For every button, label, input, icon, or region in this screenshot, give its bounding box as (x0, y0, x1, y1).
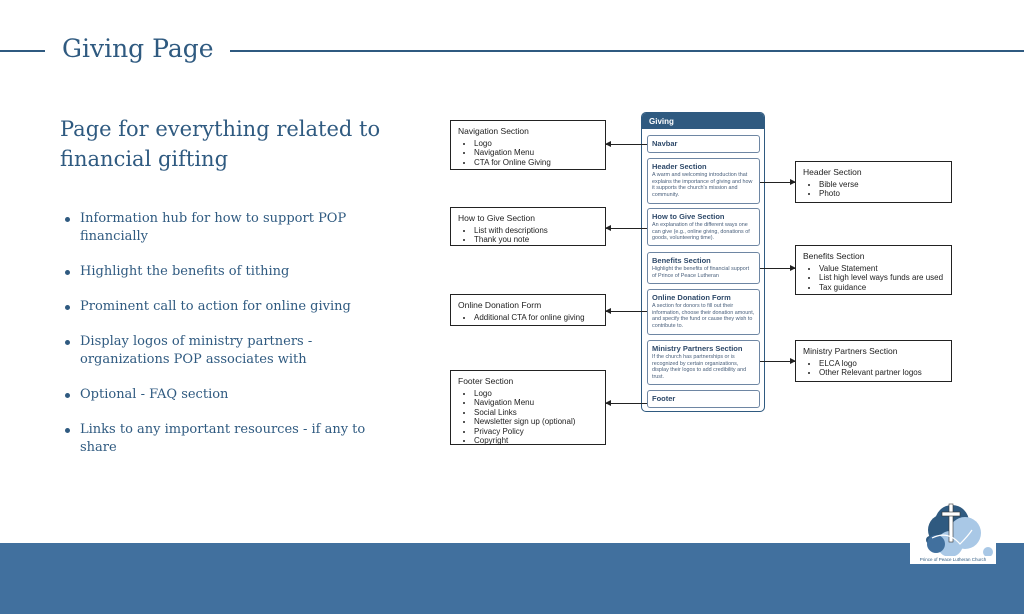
note-item: List with descriptions (474, 226, 598, 236)
logo-caption: Prince of Peace Lutheran Church (919, 557, 987, 562)
cross-dove-logo-icon (926, 503, 993, 557)
note-item: Value Statement (819, 264, 944, 274)
note-item: Copyright (474, 436, 598, 446)
note-item: Additional CTA for online giving (474, 313, 598, 323)
wf-title: Online Donation Form (652, 293, 731, 302)
note-title: How to Give Section (458, 213, 536, 223)
wf-footer: Footer (647, 390, 760, 408)
note-item: Navigation Menu (474, 398, 598, 408)
note-title: Ministry Partners Section (803, 346, 898, 356)
bullet-item: Display logos of ministry partners - org… (62, 333, 382, 369)
note-item: Thank you note (474, 235, 598, 245)
note-item: List high level ways funds are used (819, 273, 944, 283)
note-item: Tax guidance (819, 283, 944, 293)
bullet-item: Prominent call to action for online givi… (62, 298, 382, 316)
page-subtitle: Page for everything related to financial… (60, 117, 381, 171)
note-item: Logo (474, 139, 598, 149)
note-benefits: Benefits SectionValue StatementList high… (795, 245, 952, 295)
note-item: Privacy Policy (474, 427, 598, 437)
footer-band (0, 543, 1024, 614)
wf-title: How to Give Section (652, 212, 725, 221)
bullet-item: Optional - FAQ section (62, 386, 382, 404)
note-item: Other Relevant partner logos (819, 368, 944, 378)
title-rule-left (0, 50, 45, 52)
page-title: Giving Page (62, 34, 214, 63)
note-item: ELCA logo (819, 359, 944, 369)
arrow-navigation (605, 141, 647, 147)
note-header: Header SectionBible versePhoto (795, 161, 952, 203)
note-item: Social Links (474, 408, 598, 418)
wf-desc: An explanation of the different ways one… (652, 222, 750, 242)
arrow-donation (605, 308, 647, 314)
note-item: Bible verse (819, 180, 944, 190)
note-item: Logo (474, 389, 598, 399)
arrow-benefits (760, 265, 796, 271)
bullet-list: Information hub for how to support POP f… (62, 210, 382, 474)
wf-desc: If the church has partnerships or is rec… (652, 354, 747, 380)
wf-desc: A section for donors to fill out their i… (652, 303, 755, 329)
note-title: Online Donation Form (458, 300, 542, 310)
note-title: Navigation Section (458, 126, 529, 136)
note-title: Header Section (803, 167, 862, 177)
wf-title: Ministry Partners Section (652, 344, 743, 353)
note-howto: How to Give SectionList with description… (450, 207, 606, 246)
note-item: Navigation Menu (474, 148, 598, 158)
wf-title: Footer (652, 394, 676, 403)
arrow-howto (605, 225, 647, 231)
wireframe-title: Giving (642, 113, 764, 129)
note-donation: Online Donation FormAdditional CTA for o… (450, 294, 606, 326)
bullet-item: Highlight the benefits of tithing (62, 263, 382, 281)
church-logo: Prince of Peace Lutheran Church (910, 500, 996, 564)
wf-title: Benefits Section (652, 256, 711, 265)
note-ministry: Ministry Partners SectionELCA logoOther … (795, 340, 952, 382)
wf-navbar: Navbar (647, 135, 760, 153)
bullet-item: Links to any important resources - if an… (62, 421, 382, 457)
wf-title: Navbar (652, 139, 678, 148)
title-rule-right (230, 50, 1024, 52)
note-navigation: Navigation SectionLogoNavigation MenuCTA… (450, 120, 606, 170)
arrow-ministry (760, 358, 796, 364)
wf-desc: A warm and welcoming introduction that e… (652, 172, 753, 198)
note-item: Newsletter sign up (optional) (474, 417, 598, 427)
arrow-footer (605, 400, 647, 406)
arrow-header (760, 179, 796, 185)
note-title: Footer Section (458, 376, 514, 386)
note-title: Benefits Section (803, 251, 865, 261)
wf-desc: Highlight the benefits of financial supp… (652, 266, 750, 279)
bullet-item: Information hub for how to support POP f… (62, 210, 382, 246)
note-item: Photo (819, 189, 944, 199)
note-item: CTA for Online Giving (474, 158, 598, 168)
wf-title: Header Section (652, 162, 707, 171)
note-footer: Footer SectionLogoNavigation MenuSocial … (450, 370, 606, 445)
